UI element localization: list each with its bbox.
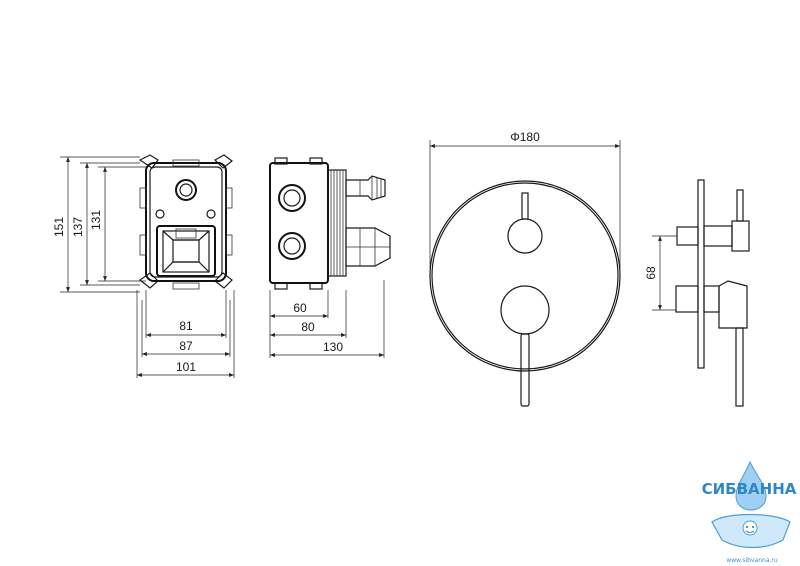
logo-url: www.sibvanna.ru <box>726 557 778 564</box>
dim-68: 68 <box>644 266 658 280</box>
sibvanna-logo: СИБВАННА www.sibvanna.ru <box>702 460 797 564</box>
dim-60: 60 <box>293 301 307 315</box>
dim-diameter-180: Φ180 <box>510 130 540 144</box>
dim-101: 101 <box>176 360 196 374</box>
logo-name: СИБВАННА <box>702 480 797 498</box>
dim-151: 151 <box>52 217 66 237</box>
dim-131: 131 <box>89 210 103 230</box>
dim-87: 87 <box>179 339 193 353</box>
profile-view: 68 <box>644 179 750 407</box>
plate-view: Φ180 <box>429 130 621 407</box>
water-drop-icon <box>735 460 767 511</box>
side-view: 60 80 130 <box>269 157 391 358</box>
dim-130: 130 <box>323 340 343 354</box>
dim-81: 81 <box>179 319 193 333</box>
dim-137: 137 <box>71 217 85 237</box>
dim-80: 80 <box>301 320 315 334</box>
front-view: 151 137 131 81 87 101 <box>52 154 235 378</box>
